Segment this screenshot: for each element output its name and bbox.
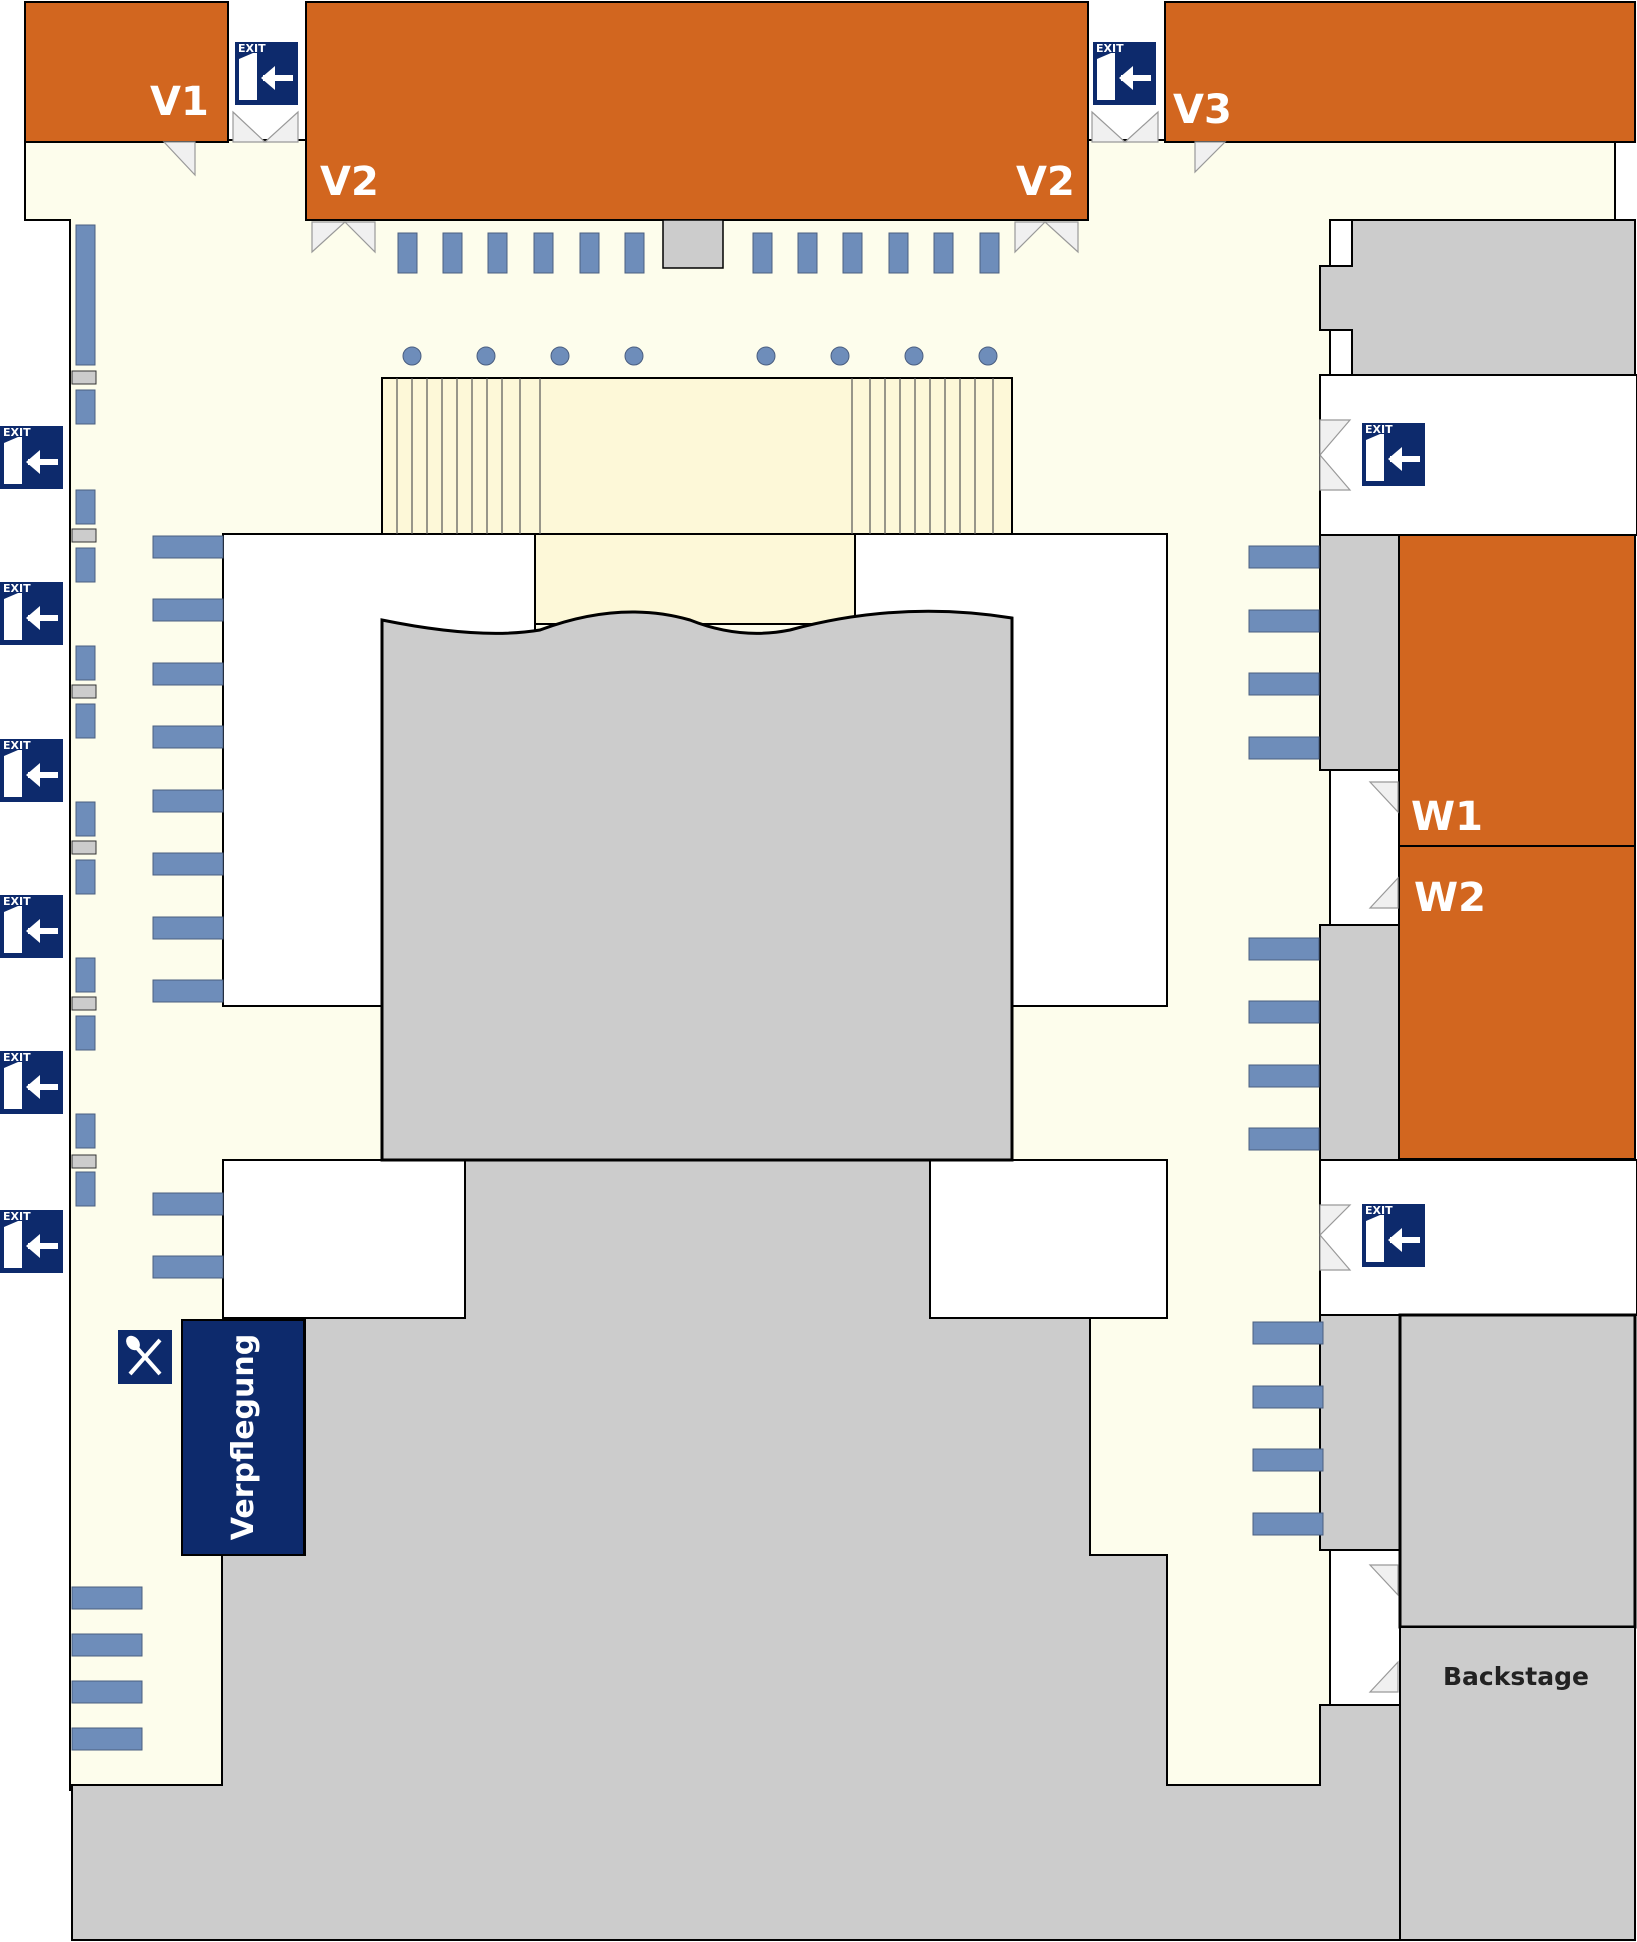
- emergency-exit-icon: EXIT: [1362, 1204, 1425, 1267]
- exit-sign-text: EXIT: [3, 1210, 31, 1223]
- room-label-w1: W1: [1411, 794, 1483, 840]
- seats-east-benches: [1248, 545, 1324, 1536]
- doors: [162, 110, 1399, 1693]
- room-label-w2: W2: [1414, 875, 1486, 921]
- round-tables: [402, 346, 998, 366]
- emergency-exit-icon: EXIT: [1093, 42, 1156, 105]
- side-room-east-3: [1319, 1314, 1401, 1551]
- emergency-exit-icon: EXIT: [0, 582, 63, 645]
- exit-sign-text: EXIT: [238, 42, 266, 55]
- room-label-backstage: Backstage: [1443, 1662, 1589, 1691]
- emergency-exit-icon: EXIT: [0, 426, 63, 489]
- room-v3: [1164, 1, 1636, 143]
- seats-west-wall: [75, 224, 96, 1207]
- stage: [380, 609, 1014, 1162]
- room-label-v2-left: V2: [320, 159, 379, 205]
- emergency-exit-icon: EXIT: [0, 1051, 63, 1114]
- exit-sign-text: EXIT: [1365, 1204, 1393, 1217]
- exit-sign-text: EXIT: [1096, 42, 1124, 55]
- exit-sign-text: EXIT: [3, 582, 31, 595]
- room-w1: [1398, 534, 1636, 847]
- seats-top-row: [397, 232, 1000, 274]
- side-room-east-2: [1319, 924, 1401, 1161]
- west-wall-pillars: [71, 370, 97, 1169]
- side-room-east-1: [1319, 534, 1401, 771]
- emergency-exit-icon: EXIT: [0, 895, 63, 958]
- stage-stairs: [381, 377, 1013, 535]
- emergency-exit-icon: EXIT: [0, 739, 63, 802]
- exit-sign-text: EXIT: [3, 1051, 31, 1064]
- room-v1: [24, 1, 229, 143]
- room-label-v3: V3: [1173, 87, 1232, 133]
- room-w2: [1398, 845, 1636, 1160]
- room-label-v2-right: V2: [1016, 159, 1075, 205]
- backstage-room: [1399, 1626, 1636, 1941]
- exit-sign-text: EXIT: [3, 426, 31, 439]
- backroom-east: [929, 1159, 1168, 1319]
- catering-label: Verpflegung: [226, 1334, 261, 1540]
- exit-sign-text: EXIT: [1365, 423, 1393, 436]
- control-booth: [662, 219, 724, 269]
- storage-room-ne: [1319, 219, 1636, 376]
- seats-west-benches: [71, 535, 224, 1751]
- emergency-exit-icon: EXIT: [0, 1210, 63, 1273]
- fork-spoon-icon: [118, 1330, 172, 1384]
- backroom-west: [222, 1159, 466, 1319]
- emergency-exit-icon: EXIT: [1362, 423, 1425, 486]
- exit-sign-text: EXIT: [3, 739, 31, 752]
- exit-sign-text: EXIT: [3, 895, 31, 908]
- emergency-exit-icon: EXIT: [235, 42, 298, 105]
- stage-front: [534, 533, 856, 625]
- room-label-v1: V1: [150, 79, 209, 125]
- backstage-room-upper: [1398, 1313, 1637, 1629]
- catering-area: [181, 1319, 305, 1556]
- room-v2: [305, 1, 1089, 221]
